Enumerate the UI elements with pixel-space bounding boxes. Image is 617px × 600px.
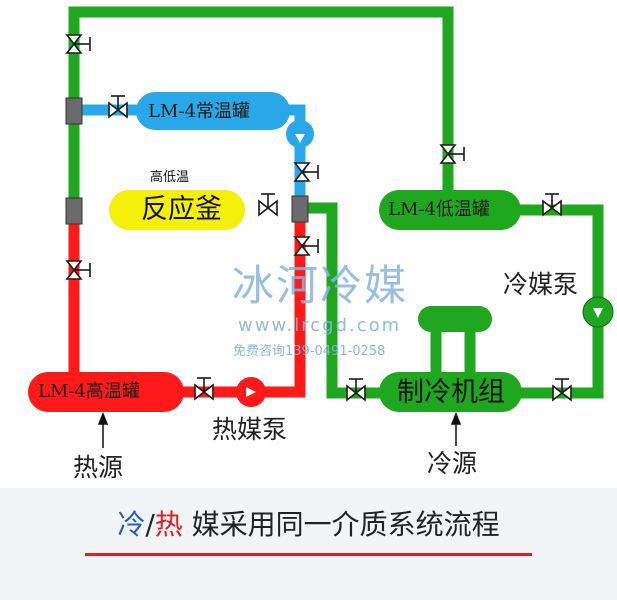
fitting-normal-left [65,97,83,125]
fittings [65,97,309,225]
valve-reactor-right [258,193,278,217]
valve-left-mid [65,260,91,280]
caption-cold: 冷 [117,508,146,541]
valves [65,34,572,402]
valve-left-top [65,34,91,54]
normal-pump [286,120,314,148]
valve-lowtank-right [542,193,562,217]
fitting-reactor-left [65,197,83,225]
valve-chiller-right [552,378,572,402]
chiller-top-unit [418,306,492,332]
caption-rest: 媒采用同一介质系统流程 [182,508,500,541]
high-temp-tank-label: LM-4高温罐 [38,381,140,402]
caption-panel [0,488,617,600]
heat-pump [236,377,266,407]
caption-hot: 热 [154,508,183,541]
valve-right-riser [439,144,465,164]
reactor-label: 反应釜 [141,194,222,225]
reactor-range-label: 高低温 [150,170,190,185]
coolant-pump-label: 冷媒泵 [503,270,579,299]
cold-source-arrow [450,411,462,446]
chiller-label: 制冷机组 [397,377,505,408]
watermark-url: www.lrcgd.com [238,315,402,336]
normal-temp-tank-label: LM-4常温罐 [148,101,250,122]
cold-source-label: 冷源 [427,449,478,478]
watermark-phone: 免费咨询139-0491-0258 [233,344,386,359]
heat-source-label: 热源 [73,453,124,482]
chiller-unit [379,372,522,412]
valve-normal-down [293,162,319,182]
caption-title: 冷/热 媒采用同一介质系统流程 [0,508,617,541]
valve-chiller-left [346,378,366,402]
valve-normal-left [108,95,128,119]
normal-temp-tank [136,92,290,130]
reactor-vessel [109,190,245,230]
low-temp-tank [379,190,521,230]
watermark-name: 冰河冷媒 [232,261,409,310]
caption-slash: / [145,508,155,541]
caption-underline [85,553,532,556]
fitting-reactor-right [291,195,309,223]
valve-hot-up [293,236,319,256]
heat-pump-label: 热媒泵 [212,415,288,444]
valve-hot-bottom [194,377,214,401]
low-temp-tank-label: LM-4低温罐 [388,199,490,220]
high-temp-tank [28,372,184,412]
heat-source-arrow [97,411,109,448]
coolant-pump [582,296,614,328]
